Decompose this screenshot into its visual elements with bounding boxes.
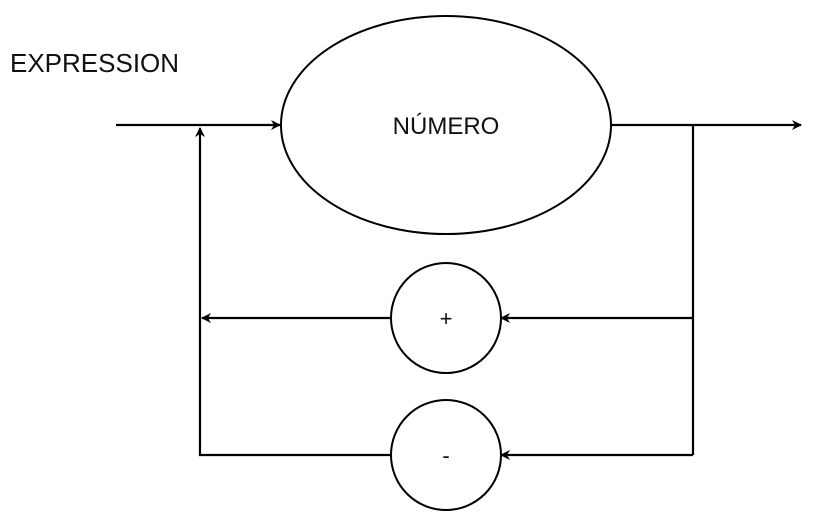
numero-node: NÚMERO <box>280 15 612 235</box>
numero-label: NÚMERO <box>393 113 500 140</box>
diagram-title: EXPRESSION <box>10 48 179 78</box>
minus-return-path <box>195 127 391 457</box>
plus-label: + <box>440 306 453 331</box>
minus-label: - <box>442 443 449 468</box>
plus-node: + <box>390 262 502 374</box>
minus-node: - <box>390 399 502 511</box>
